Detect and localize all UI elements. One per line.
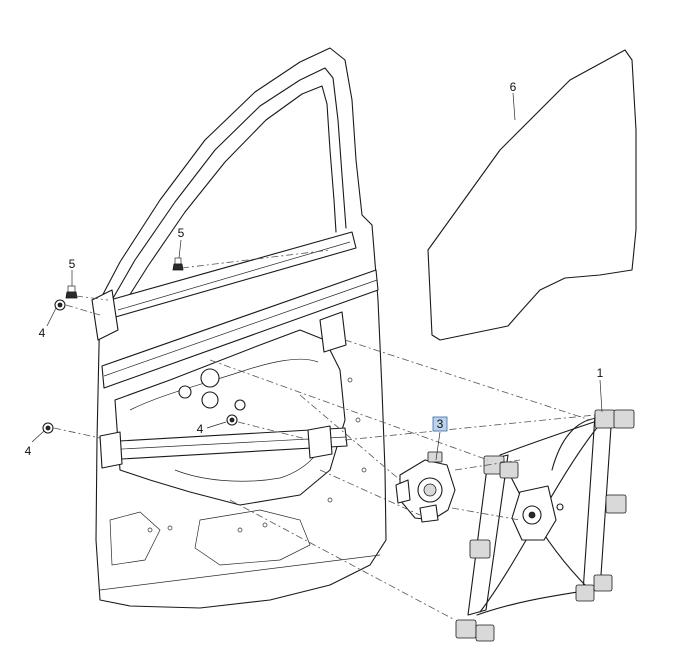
callout-6[interactable]: 6 xyxy=(510,80,517,94)
callout-5-left-label: 5 xyxy=(69,257,76,271)
window-regulator[interactable] xyxy=(455,409,635,642)
bolt-5-top[interactable] xyxy=(172,257,184,271)
callout-3[interactable]: 3 xyxy=(432,416,448,432)
bolt-5-left[interactable] xyxy=(65,285,78,299)
callout-1[interactable]: 1 xyxy=(597,366,604,380)
callout-4-lower[interactable]: 4 xyxy=(25,444,32,458)
callout-1-label: 1 xyxy=(597,366,604,380)
callout-4-middle-label: 4 xyxy=(197,422,204,436)
callout-5-left[interactable]: 5 xyxy=(69,257,76,271)
window-motor[interactable] xyxy=(395,451,456,523)
window-glass[interactable] xyxy=(427,49,637,341)
callout-5-top-label: 5 xyxy=(178,226,185,240)
callout-3-highlight xyxy=(432,416,448,432)
door-panel[interactable] xyxy=(91,47,387,609)
callout-4-upper-label: 4 xyxy=(39,326,46,340)
callout-6-label: 6 xyxy=(510,80,517,94)
nut-4-upper[interactable] xyxy=(54,299,66,311)
callout-4-upper[interactable]: 4 xyxy=(39,326,46,340)
assembly-guide-lines xyxy=(53,249,596,621)
callout-3-label: 3 xyxy=(437,417,444,431)
nut-4-lower[interactable] xyxy=(42,422,54,434)
nut-4-middle[interactable] xyxy=(226,414,238,426)
screw-regulator[interactable] xyxy=(556,503,564,511)
callout-leaders xyxy=(31,92,603,461)
callout-4-lower-label: 4 xyxy=(25,444,32,458)
callout-4-middle[interactable]: 4 xyxy=(197,422,204,436)
callout-5-top[interactable]: 5 xyxy=(178,226,185,240)
